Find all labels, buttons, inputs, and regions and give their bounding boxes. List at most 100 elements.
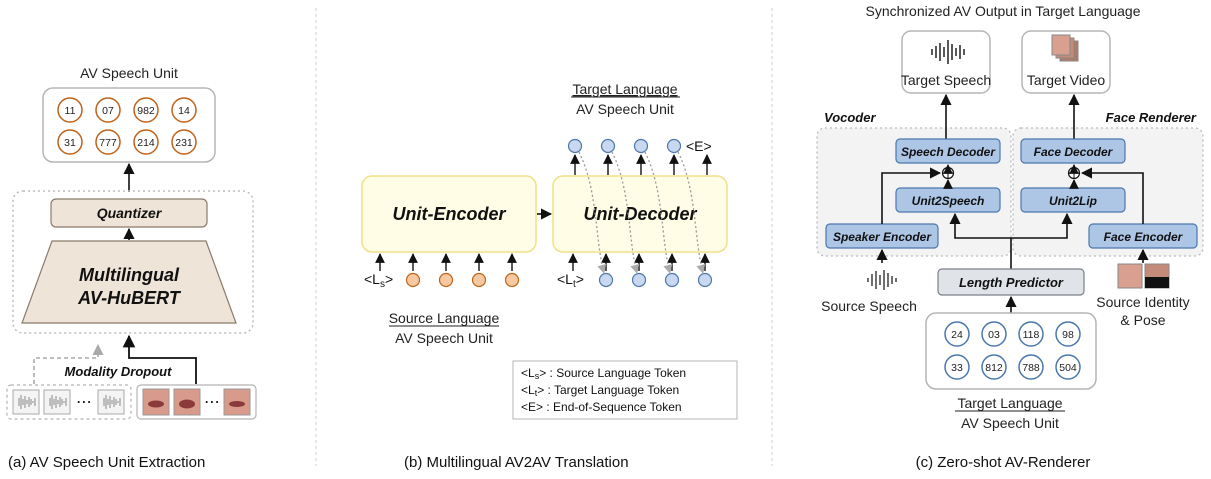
target-output-circle xyxy=(666,138,682,154)
target-video-label: Target Video xyxy=(1027,72,1106,88)
modality-dropout-label: Modality Dropout xyxy=(65,364,173,379)
unit-value: 118 xyxy=(1023,329,1040,341)
arrow-to-unit2speech xyxy=(949,212,1011,239)
face-decoder-label: Face Decoder xyxy=(1034,145,1114,159)
arrow-speaker-to-sum xyxy=(881,167,942,224)
unit-circle xyxy=(1018,321,1044,347)
feedback-curve xyxy=(644,151,673,274)
feedback-curve xyxy=(578,151,607,274)
source-title-line1: Source Language xyxy=(389,310,500,326)
bottom-title-line2: AV Speech Unit xyxy=(961,415,1059,431)
decoder-inputs: <Lt> xyxy=(557,253,713,290)
unit-encoder-box xyxy=(361,175,537,253)
face-decoder-box xyxy=(1020,138,1126,164)
source-face-image xyxy=(1117,263,1143,289)
unit-value: 231 xyxy=(175,137,193,149)
unit-value: 11 xyxy=(65,105,76,117)
target-title-line2: AV Speech Unit xyxy=(576,101,674,117)
unit-circle xyxy=(1055,354,1081,380)
lt-token: <Lt> xyxy=(557,271,584,290)
unit-value: 31 xyxy=(64,137,76,149)
eos-token: <E> xyxy=(686,138,712,154)
unit-value: 214 xyxy=(137,137,155,149)
unit-value: 98 xyxy=(1062,329,1074,341)
unit-circle xyxy=(95,129,121,155)
legend-row: <Lt> : Target Language Token xyxy=(521,383,679,398)
video-path xyxy=(122,334,197,384)
unit-circle xyxy=(944,354,970,380)
length-predictor-label: Length Predictor xyxy=(959,275,1064,290)
unit-circle xyxy=(944,321,970,347)
feedback-curve xyxy=(611,151,640,274)
panel-b: Target Language AV Speech Unit Unit-Enco… xyxy=(361,81,738,471)
unit-value: 07 xyxy=(102,105,114,117)
av-hubert-line1: Multilingual xyxy=(79,265,180,285)
speech-decoder-label: Speech Decoder xyxy=(901,145,996,159)
unit-circle xyxy=(981,321,1007,347)
mask-region xyxy=(1145,277,1169,288)
lip-shape xyxy=(229,401,245,407)
unit-value: 14 xyxy=(178,105,190,117)
unit-value: 33 xyxy=(951,362,963,374)
target-title-line1: Target Language xyxy=(572,81,677,97)
lip-shape xyxy=(148,400,164,408)
lip-shape xyxy=(179,399,195,409)
decoder-outputs: <E> xyxy=(567,138,712,175)
video-ellipsis: ⋯ xyxy=(204,394,220,411)
unit-circle xyxy=(1055,321,1081,347)
lip-frame-image xyxy=(173,388,201,416)
unit-value: 982 xyxy=(137,105,155,117)
unit-circle xyxy=(133,129,159,155)
av-hubert-line2: AV-HuBERT xyxy=(77,288,182,308)
waveform-icon xyxy=(867,270,897,290)
lip-frames: ⋯ xyxy=(142,388,251,416)
panel-b-caption: (b) Multilingual AV2AV Translation xyxy=(404,454,629,471)
source-identity-line2: & Pose xyxy=(1120,312,1165,328)
bottom-title-line1: Target Language xyxy=(957,395,1062,411)
arrow-face-to-sum xyxy=(1080,167,1144,224)
source-speech-label: Source Speech xyxy=(821,298,917,314)
unit-circle xyxy=(171,97,197,123)
speaker-encoder-label: Speaker Encoder xyxy=(833,230,932,244)
unit-value: 504 xyxy=(1059,362,1077,374)
unit2speech-label: Unit2Speech xyxy=(912,194,985,208)
av-hubert-trapezoid xyxy=(21,240,237,324)
dropout-audio-path xyxy=(33,343,104,384)
unit-decoder-box xyxy=(552,175,728,253)
audio-frames: ⋯ xyxy=(12,389,125,415)
face-frames-icon xyxy=(1051,34,1079,62)
target-output-circle xyxy=(567,138,583,154)
panel-a-units: 11 07 982 14 31 777 214 231 xyxy=(57,97,197,155)
feedback-curve xyxy=(677,151,706,274)
unit-circle xyxy=(133,97,159,123)
encoder-inputs: <Ls> xyxy=(364,253,520,290)
autoregressive-feedback xyxy=(578,151,706,274)
waveform-icon xyxy=(931,40,965,64)
source-unit-circle xyxy=(405,272,421,288)
unit-circle xyxy=(171,129,197,155)
unit-decoder-label: Unit-Decoder xyxy=(583,204,697,224)
target-output-circle xyxy=(600,138,616,154)
target-video-box xyxy=(1021,30,1111,94)
unit-circle xyxy=(57,97,83,123)
speech-decoder-box xyxy=(895,138,1001,164)
target-input-circle xyxy=(664,272,680,288)
target-speech-box xyxy=(901,30,991,94)
unit-circle xyxy=(1018,354,1044,380)
target-output-circle xyxy=(633,138,649,154)
unit-value: 788 xyxy=(1022,362,1040,374)
target-speech-label: Target Speech xyxy=(901,72,991,88)
arrow-to-unit2lip xyxy=(1011,212,1073,239)
face-encoder-label: Face Encoder xyxy=(1104,230,1184,244)
panel-c-caption: (c) Zero-shot AV-Renderer xyxy=(916,454,1091,471)
target-units: 24 03 118 98 33 812 788 504 xyxy=(944,321,1081,380)
unit2lip-label: Unit2Lip xyxy=(1049,194,1097,208)
panel-c-top-title: Synchronized AV Output in Target Languag… xyxy=(865,3,1140,19)
audio-ellipsis: ⋯ xyxy=(76,394,92,411)
source-unit-circle xyxy=(438,272,454,288)
unit-value: 03 xyxy=(988,329,1000,341)
unit-circle xyxy=(95,97,121,123)
quantizer-label: Quantizer xyxy=(97,205,163,221)
source-unit-circle xyxy=(471,272,487,288)
panel-a-unit-title: AV Speech Unit xyxy=(80,65,178,81)
